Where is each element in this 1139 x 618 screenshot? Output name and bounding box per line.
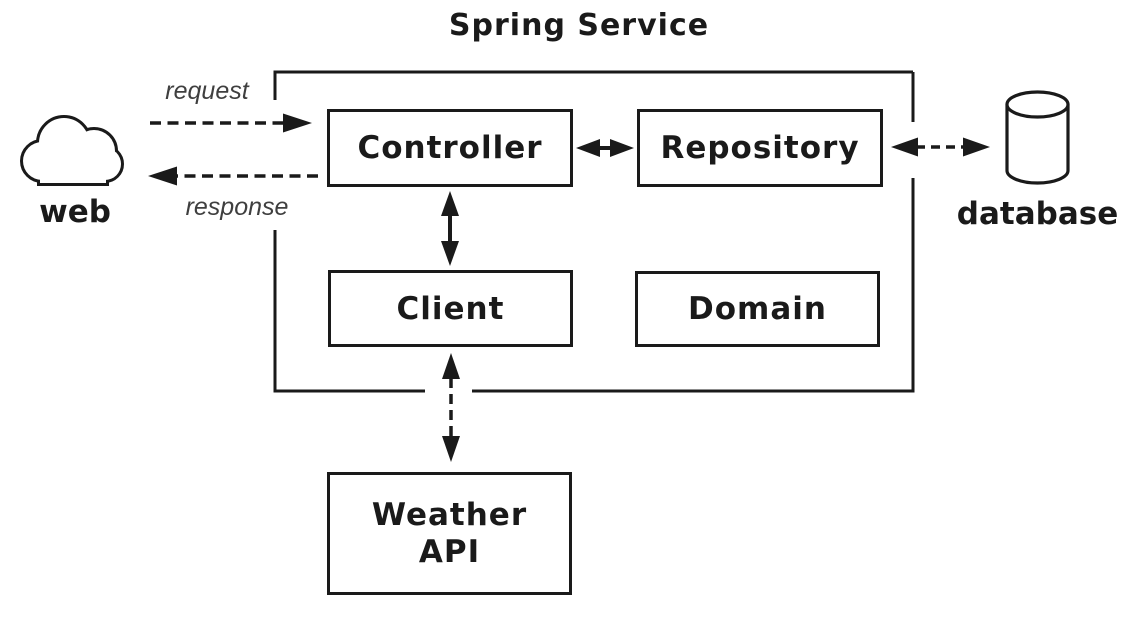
weather-api-label-line2: API <box>418 533 481 570</box>
spring-service-boundary-box <box>273 70 915 393</box>
diagram-title: Spring Service <box>448 8 710 43</box>
database-label: database <box>956 196 1119 232</box>
cloud-icon <box>20 115 124 186</box>
controller-client-arrow <box>441 191 459 266</box>
web-label: web <box>39 194 111 230</box>
controller-repository-arrow <box>576 139 634 157</box>
request-arrow <box>150 113 312 133</box>
response-edge-label: response <box>185 193 289 221</box>
weather-api-label-line1: Weather <box>371 496 528 533</box>
node-controller: Controller <box>327 109 573 187</box>
request-edge-label: request <box>165 77 249 105</box>
client-weather-api-arrow <box>442 353 460 462</box>
node-domain: Domain <box>635 271 880 347</box>
node-weather-api: Weather API <box>327 472 572 595</box>
repository-database-arrow <box>891 137 990 157</box>
response-arrow <box>148 166 318 186</box>
node-repository: Repository <box>637 109 883 187</box>
database-cylinder-icon <box>1005 90 1070 185</box>
node-client: Client <box>328 270 573 347</box>
